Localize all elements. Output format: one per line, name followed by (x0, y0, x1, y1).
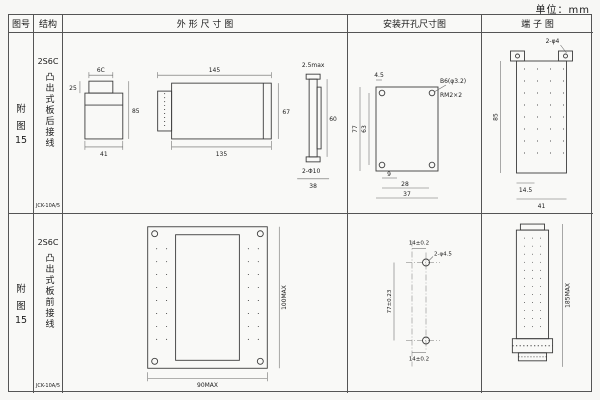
terminal-cell-row1: 2-φ4 85 14.5 41 (482, 33, 593, 214)
dim-base-width: 41 (100, 151, 108, 158)
fig-number: 15 (14, 315, 28, 326)
relay-front-view: 100MAX 90MAX (147, 226, 288, 389)
fig-number: 15 (14, 134, 28, 146)
terminal-cell-row2: 185MAX (482, 214, 593, 393)
fig-cell-row1: 附 图 15 (9, 33, 34, 214)
fig-cell-row2: 附 图 15 (9, 214, 34, 393)
relay-tall-side-view: 185MAX (511, 223, 572, 367)
panel-flange-view: 2.5max 60 2-Φ10 38 (297, 62, 337, 190)
dim-top-offset: 14±0.2 (409, 241, 429, 247)
dim-outer-height: 77 (352, 125, 359, 133)
mounting-plate: 4.5 B6(φ3.2) RM2×2 77 63 9 28 37 (352, 72, 466, 199)
dim-terminal-pitch: 14.5 (519, 187, 533, 194)
dim-terminal-height: 85 (493, 113, 500, 121)
fig-word: 附 (16, 284, 26, 295)
dim-mid: 28 (401, 181, 409, 188)
dim-total-height: 185MAX (565, 283, 572, 308)
dim-panel-height: 60 (329, 116, 337, 123)
outline-drawing-front: 100MAX 90MAX (147, 226, 288, 389)
dim-hole-height: 77±0.23 (387, 289, 393, 313)
relay-side-profile: 6C 25 85 41 (69, 67, 140, 158)
structure-text: 凸出式板后接线 (43, 72, 54, 149)
dim-corner-offset: 4.5 (374, 72, 384, 79)
sub-model-label: JCK-10A/5 (35, 383, 61, 389)
mounting-cell-row2: 14±0.2 2-φ4.5 77±0.23 14±0.2 (348, 214, 482, 393)
dim-body-height: 67 (282, 109, 290, 116)
outline-cell-row1: 6C 25 85 41 (63, 33, 348, 214)
dim-small: 9 (387, 171, 391, 178)
dim-body-length: 135 (216, 151, 228, 158)
model-label: 2S6C (37, 238, 59, 247)
fig-word: 图 (16, 301, 26, 312)
unit-label: 单位：mm (535, 5, 590, 16)
structure-cell-row1: 2S6C 凸出式板后接线 JCK-10A/5 (34, 33, 63, 214)
sub-model-label: JCK-10A/5 (35, 203, 61, 209)
terminal-drawing-front: 185MAX (511, 223, 572, 367)
header-mounting: 安装开孔尺寸图 (348, 15, 482, 33)
dim-tab-width: 6C (97, 67, 105, 74)
header-fig-no: 图号 (9, 15, 34, 33)
dim-total-length: 145 (209, 67, 221, 74)
dim-hole-height: 63 (361, 125, 368, 133)
hole-spec-label: 2-φ4.5 (434, 252, 452, 258)
dimension-table: 图号 结构 外 形 尺 寸 图 安装开孔尺寸图 端 子 图 附 图 15 2S6… (8, 14, 593, 393)
mounting-hole-pattern: 14±0.2 2-φ4.5 77±0.23 14±0.2 (387, 240, 452, 367)
fig-word: 图 (16, 120, 26, 132)
dim-front-height: 100MAX (281, 285, 288, 310)
dim-wide: 37 (403, 191, 411, 198)
header-outline: 外 形 尺 寸 图 (63, 15, 348, 33)
terminal-drawing-rear: 2-φ4 85 14.5 41 (493, 38, 573, 210)
fig-word: 附 (16, 103, 26, 115)
dim-height: 85 (132, 108, 140, 115)
dim-panel-thickness: 2.5max (302, 62, 325, 69)
mounting-drawing-front: 14±0.2 2-φ4.5 77±0.23 14±0.2 (387, 240, 452, 367)
header-terminal: 端 子 图 (482, 15, 593, 33)
outline-drawing-rear: 6C 25 85 41 (69, 62, 337, 190)
mounting-cell-row1: 4.5 B6(φ3.2) RM2×2 77 63 9 28 37 (348, 33, 482, 214)
model-label: 2S6C (37, 57, 59, 66)
hole-spec-label: B6(φ3.2) (440, 78, 466, 85)
dim-terminal-width: 41 (538, 203, 546, 210)
relay-long-view: 145 135 67 (157, 67, 290, 158)
header-structure: 结构 (34, 15, 63, 33)
terminal-block: 2-φ4 85 14.5 41 (493, 38, 573, 210)
dim-bottom-offset: 14±0.2 (409, 357, 429, 363)
structure-text: 凸出式板前接线 (43, 253, 54, 330)
structure-cell-row2: 2S6C 凸出式板前接线 JCK-10A/5 (34, 214, 63, 393)
dim-stud-span: 38 (309, 183, 317, 190)
dim-stud-holes: 2-Φ10 (302, 168, 320, 175)
mounting-drawing-rear: 4.5 B6(φ3.2) RM2×2 77 63 9 28 37 (352, 72, 466, 199)
dim-front-width: 90MAX (197, 382, 218, 389)
thread-spec-label: RM2×2 (440, 92, 462, 99)
terminal-hole-label: 2-φ4 (546, 38, 560, 45)
outline-cell-row2: 100MAX 90MAX (63, 214, 348, 393)
dim-front-depth: 25 (69, 85, 77, 92)
